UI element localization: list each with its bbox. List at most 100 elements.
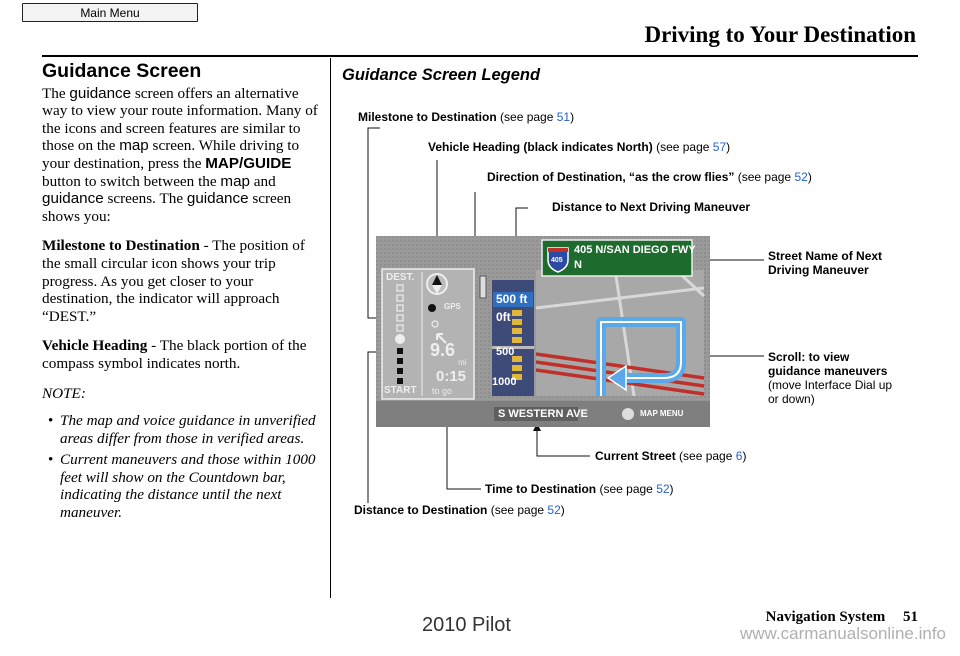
legend-vehicle-heading: Vehicle Heading (black indicates North) …: [428, 140, 730, 154]
legend-vehicle-heading-label: Vehicle Heading (black indicates North): [428, 140, 653, 154]
start-label: START: [384, 385, 417, 396]
legend-heading: Guidance Screen Legend: [342, 66, 541, 84]
main-menu-button[interactable]: Main Menu: [22, 3, 198, 22]
page-footer: Navigation System 51: [766, 609, 918, 626]
see-page-text: (see page: [490, 503, 548, 517]
footer-system: Navigation System: [765, 609, 886, 625]
page-link[interactable]: 57: [712, 140, 727, 154]
page-link[interactable]: 52: [794, 170, 808, 184]
heading-term: Vehicle Heading: [42, 337, 148, 355]
legend-direction: Direction of Destination, “as the crow f…: [487, 170, 812, 184]
legend-street-name: Street Name of Next Driving Maneuver: [768, 249, 882, 277]
legend-milestone: Milestone to Destination (see page 51): [358, 110, 574, 124]
intro-text: screen shows you:: [42, 190, 292, 225]
legend-scroll-line: (move Interface Dial up: [768, 378, 893, 392]
paren-text: ): [570, 110, 575, 124]
sign-line-1: 405 N/SAN DIEGO FWY: [574, 244, 696, 256]
intro-text: screen offers an alternative way to view…: [42, 84, 318, 155]
dest-label: DEST.: [386, 272, 415, 283]
legend-scroll-line: Scroll: to view: [768, 350, 850, 364]
intro-term: map: [220, 172, 250, 190]
heading-paragraph: Vehicle Heading - The black portion of t…: [42, 337, 320, 372]
page-link[interactable]: 51: [556, 110, 571, 124]
next-distance-readout: 500 ft: [496, 292, 528, 306]
direction-arrow-icon: [436, 333, 447, 344]
note-list: The map and voice guidance in unverified…: [42, 412, 320, 522]
footer-url[interactable]: www.carmanualsonline.info: [740, 624, 946, 643]
distance-value: 9.6: [430, 340, 456, 360]
countdown-label-mid: 500: [496, 346, 515, 358]
legend-direction-label: Direction of Destination, “as the crow f…: [487, 170, 735, 184]
note-label: NOTE:: [42, 384, 86, 402]
milestone-desc: - The position of the small circular ico…: [42, 237, 305, 325]
legend-scroll-line: or down): [768, 392, 815, 406]
legend-scroll: Scroll: to view guidance maneuvers (move…: [768, 350, 892, 406]
intro-term: guidance: [69, 84, 132, 102]
distance-unit: mi: [458, 358, 467, 367]
legend-current-street-label: Current Street: [595, 449, 676, 463]
paren-text: ): [807, 170, 812, 184]
legend-scroll-line: guidance maneuvers: [768, 364, 888, 378]
page-link[interactable]: 6: [735, 449, 743, 463]
legend-street-name-line: Driving Maneuver: [768, 263, 869, 277]
gps-label: GPS: [444, 302, 461, 311]
milestone-marker: [395, 334, 405, 344]
current-street-readout: S WESTERN AVE: [498, 408, 588, 420]
time-caption: to go: [432, 386, 453, 396]
see-page-text: (see page: [679, 449, 736, 463]
legend-distance-to-destination: Distance to Destination (see page 52): [354, 503, 565, 517]
current-street-arrow: [533, 423, 541, 431]
left-column: Guidance Screen The guidance screen offe…: [42, 60, 320, 526]
page-number: 51: [903, 609, 918, 625]
paren-text: ): [669, 482, 674, 496]
intro-text: screens. The: [103, 190, 187, 208]
guidance-screen: DEST. START GPS 9.6 mi 0:15 to go 500 ft…: [376, 236, 710, 427]
note-item: Current maneuvers and those within 1000 …: [42, 451, 320, 521]
paren-text: ): [742, 449, 747, 463]
intro-text: and: [249, 172, 276, 190]
time-value: 0:15: [436, 368, 467, 385]
title-rule: [42, 55, 918, 57]
map-menu-icon: [622, 408, 634, 420]
milestone-paragraph: Milestone to Destination - The position …: [42, 237, 320, 325]
section-heading: Guidance Screen: [42, 60, 202, 82]
see-page-text: (see page: [500, 110, 557, 124]
legend-next-distance-label: Distance to Next Driving Maneuver: [552, 200, 751, 214]
guidance-screen-art: [376, 236, 710, 427]
legend-milestone-label: Milestone to Destination: [358, 110, 497, 124]
current-street-callout: [536, 428, 590, 457]
intro-button-name: MAP/GUIDE: [205, 154, 292, 172]
intro-text: The: [42, 84, 70, 102]
legend-time-label: Time to Destination: [485, 482, 597, 496]
legend-current-street: Current Street (see page 6): [595, 449, 746, 463]
footer-brand: 2010 Pilot: [422, 614, 511, 636]
legend-street-name-line: Street Name of Next: [768, 249, 883, 263]
see-page-text: (see page: [599, 482, 657, 496]
map-menu-label[interactable]: MAP MENU: [640, 409, 684, 418]
intro-text: screen. While driving to your destinatio…: [42, 137, 300, 172]
page-link[interactable]: 52: [547, 503, 561, 517]
page-title: Driving to Your Destination: [644, 22, 916, 47]
shield-number: 405: [551, 257, 563, 264]
legend-time-to-destination: Time to Destination (see page 52): [485, 482, 674, 496]
intro-paragraph: The guidance screen offers an alternativ…: [42, 85, 320, 226]
countdown-label-low: 1000: [492, 376, 517, 388]
interstate-shield-icon: [547, 247, 569, 273]
paren-text: ): [726, 140, 731, 154]
see-page-text: (see page: [656, 140, 713, 154]
heading-desc: - The black portion of the compass symbo…: [42, 337, 307, 372]
legend-next-distance: Distance to Next Driving Maneuver: [552, 200, 750, 214]
column-divider: [330, 58, 331, 598]
intro-text: button to switch between the: [42, 172, 221, 190]
intro-term: guidance: [42, 190, 104, 208]
see-page-text: (see page: [737, 170, 795, 184]
note-item: The map and voice guidance in unverified…: [42, 412, 320, 447]
page-link[interactable]: 52: [656, 482, 670, 496]
legend-distance-label: Distance to Destination: [354, 503, 488, 517]
intro-term: map: [119, 137, 149, 155]
paren-text: ): [560, 503, 565, 517]
milestone-term: Milestone to Destination: [42, 237, 200, 255]
intro-term: guidance: [186, 190, 249, 208]
countdown-label-top: 0ft: [496, 310, 511, 324]
sign-line-2: N: [574, 259, 582, 271]
